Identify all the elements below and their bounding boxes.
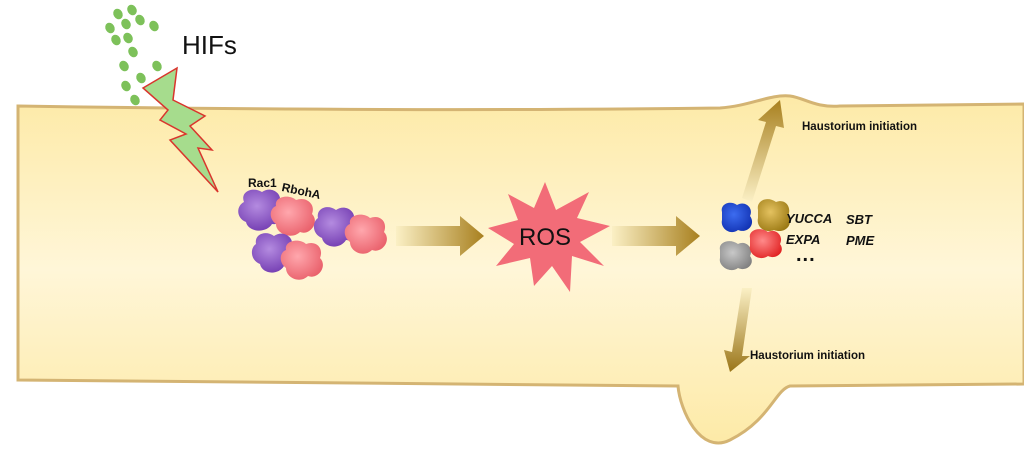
hif-molecules [105, 4, 162, 106]
rac1-rboha-complex-1 [238, 189, 315, 236]
arrow-up-haustorium [742, 100, 784, 202]
arrow-down-haustorium [724, 288, 752, 372]
gene-pme-label: PME [846, 233, 875, 248]
gene-expa-label: EXPA [786, 232, 821, 247]
gene-yucca-label: YUCCA [786, 211, 833, 226]
haustorium-initiation-upper-label: Haustorium initiation [802, 121, 917, 133]
ros-burst [488, 182, 610, 292]
more-genes-ellipsis: ... [796, 244, 816, 266]
rac1-label: Rac1 [248, 176, 277, 190]
rac1-rboha-complex-3 [251, 233, 323, 280]
lightning-bolt-icon [141, 66, 219, 193]
rac1-rboha-complex-2 [313, 207, 387, 254]
arrow-to-ros [396, 216, 484, 256]
gene-sbt-label: SBT [846, 212, 872, 227]
hifs-label: HIFs [182, 30, 237, 60]
root-body [16, 94, 1024, 445]
ros-label: ROS [518, 224, 571, 251]
gene-cluster [719, 199, 790, 271]
haustorium-initiation-lower-label: Haustorium initiation [750, 350, 865, 362]
arrow-to-genes [612, 216, 700, 256]
